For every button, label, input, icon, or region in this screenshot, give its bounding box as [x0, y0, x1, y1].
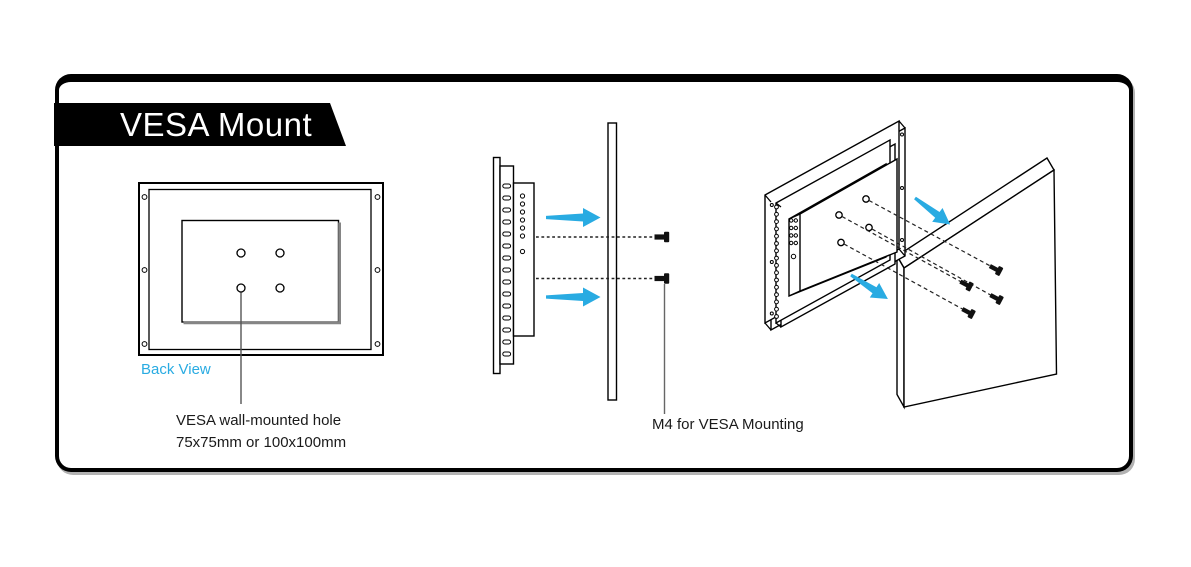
- m4-screw-icon: [654, 231, 670, 243]
- direction-arrow-icon: [850, 273, 888, 299]
- m4-screw-icon: [961, 307, 976, 319]
- boss-corner-edges: [788, 213, 801, 297]
- m4-screw-icon: [988, 264, 1004, 276]
- back-view-diagram: [138, 182, 384, 404]
- vesa-plate: [181, 219, 340, 323]
- bezel-mount-holes: [141, 194, 381, 347]
- vesa-plate-shadow-edge: [183, 222, 341, 325]
- back-view-caption: Back View: [141, 361, 211, 378]
- vent-slots: [502, 183, 512, 357]
- dashed-guide-line: [843, 243, 968, 313]
- m4-screw-icon: [959, 279, 974, 292]
- dashed-guide-line: [868, 199, 996, 270]
- vent-holes: [774, 204, 779, 319]
- vesa-hole-annotation-line2: 75x75mm or 100x100mm: [176, 433, 347, 451]
- bezel-mount-holes: [769, 132, 904, 316]
- wall-plate-side: [607, 122, 618, 401]
- dashed-guide-line: [841, 215, 966, 285]
- wall-plate-3d-side: [896, 253, 905, 410]
- vesa-holes: [236, 248, 285, 293]
- m4-screw-icon: [989, 293, 1004, 305]
- title-banner: VESA Mount: [54, 103, 346, 146]
- m4-screw-annotation: M4 for VESA Mounting: [652, 416, 804, 433]
- vent-bar-corner-edges: [775, 202, 782, 328]
- vesa-boss-3d-back: [799, 157, 898, 293]
- vesa-hole-annotation: VESA wall-mounted hole 75x75mm or 100x10…: [176, 410, 346, 453]
- direction-arrow-icon: [914, 196, 951, 225]
- monitor-inner-frame: [148, 188, 372, 351]
- rear-box-side: [512, 182, 535, 337]
- direction-arrow-icon: [546, 287, 601, 307]
- bezel-side: [492, 156, 501, 375]
- side-view-diagram: [492, 122, 670, 414]
- direction-arrow-icon: [546, 208, 601, 227]
- page-title: VESA Mount: [120, 105, 313, 143]
- m4-screw-icon: [654, 273, 670, 284]
- wall-plate-3d-front: [903, 168, 1058, 408]
- slab-corner-edges: [764, 120, 906, 331]
- dashed-guide-line: [871, 228, 997, 299]
- rear-box-holes: [519, 193, 526, 255]
- boss-side-holes: [789, 218, 798, 260]
- vesa-hole-annotation-line1: VESA wall-mounted hole: [176, 412, 342, 429]
- exploded-view-diagram: [764, 119, 1058, 410]
